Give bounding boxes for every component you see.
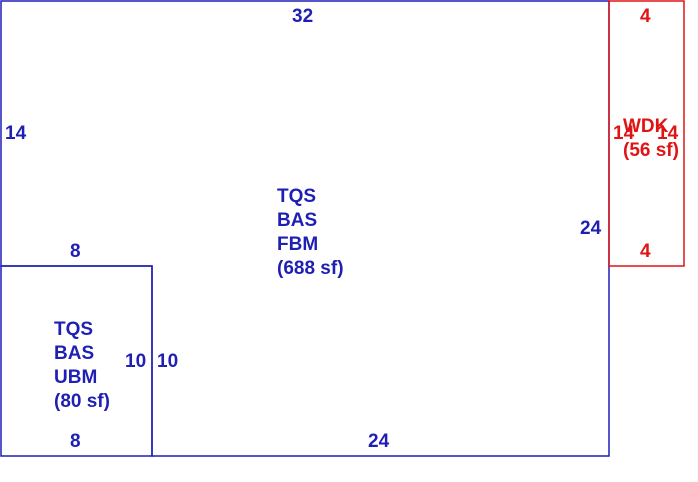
basement-area-line-3: UBM — [54, 367, 98, 388]
main-area-line-1: TQS — [277, 186, 317, 207]
deck-dim-bottom: 4 — [640, 241, 651, 262]
basement-area-line-1: TQS — [54, 319, 94, 340]
basement-dim-bottom: 8 — [70, 431, 81, 452]
main-dim-left: 14 — [5, 123, 27, 144]
deck-area-outline — [608, 0, 685, 267]
basement-area-line-2: BAS — [54, 343, 95, 364]
main-dim-right: 24 — [580, 218, 602, 239]
main-area-line-3: FBM — [277, 234, 319, 255]
basement-dim-top: 8 — [70, 241, 81, 262]
basement-area-line-4: (80 sf) — [54, 391, 110, 412]
main-area-line-2: BAS — [277, 210, 318, 231]
deck-dim-top: 4 — [640, 6, 651, 27]
main-dim-bottom: 24 — [368, 431, 390, 452]
deck-dim-left: 14 — [613, 123, 635, 144]
basement-area-label: TQS BAS UBM (80 sf) — [54, 318, 110, 414]
basement-area-outline — [0, 265, 153, 457]
deck-dim-right: 14 — [657, 123, 679, 144]
basement-dim-right-outer: 10 — [157, 351, 179, 372]
main-area-label: TQS BAS FBM (688 sf) — [277, 185, 344, 281]
deck-area-line-2: (56 sf) — [623, 140, 679, 161]
deck-area-line-1: WDK — [623, 116, 669, 137]
deck-area-label: WDK (56 sf) — [623, 115, 679, 163]
main-dim-top: 32 — [292, 6, 314, 27]
main-area-line-4: (688 sf) — [277, 258, 344, 279]
basement-dim-right-inner: 10 — [125, 351, 147, 372]
